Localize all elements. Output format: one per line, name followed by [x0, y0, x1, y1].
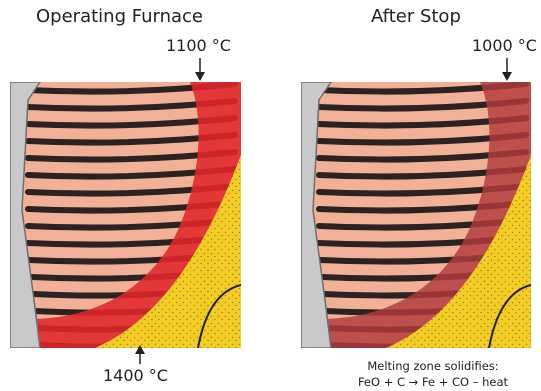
right-panel-title: After Stop [371, 6, 461, 27]
solidification-reaction: FeO + C → Fe + CO – heat [357, 375, 509, 389]
hearth-line [488, 284, 531, 348]
solidification-note-line1: Melting zone solidifies: [367, 359, 499, 373]
left-panel-title: Operating Furnace [36, 6, 203, 27]
furnace-wall [10, 82, 41, 348]
operating-furnace-panel [10, 82, 241, 348]
deadman-texture [386, 155, 531, 348]
left-top-arrow [195, 58, 205, 81]
furnace-wall [301, 82, 332, 348]
right-top-temperature: 1000 °C [472, 36, 537, 55]
left-top-temperature: 1100 °C [166, 36, 231, 55]
right-top-arrow [502, 58, 512, 81]
left-bottom-arrow [135, 345, 145, 364]
deadman-texture [95, 155, 241, 348]
hearth-line [197, 284, 241, 348]
left-bottom-temperature: 1400 °C [103, 366, 168, 385]
solidification-note: Melting zone solidifies: FeO + C → Fe + … [338, 358, 528, 390]
after-stop-panel [301, 82, 531, 348]
